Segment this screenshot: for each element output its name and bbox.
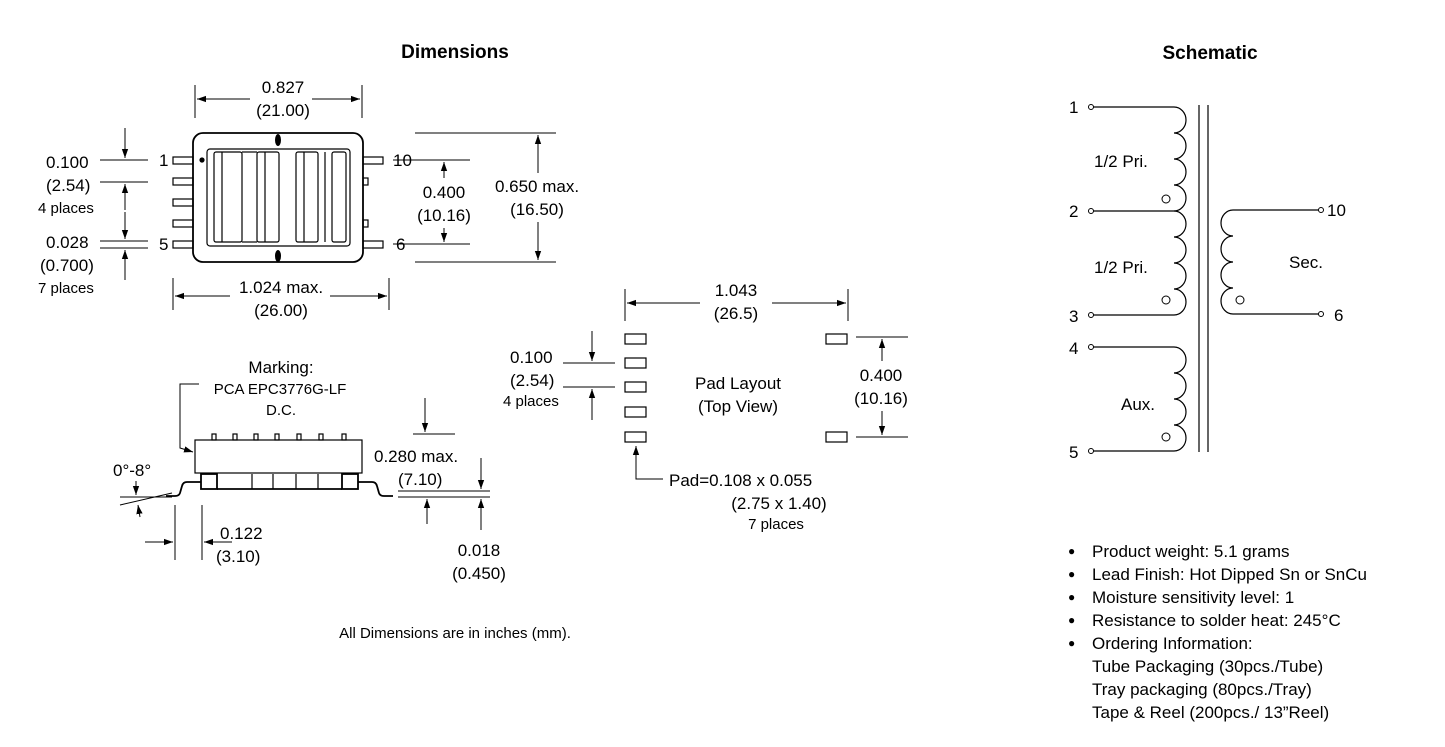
top-width-label: 0.827 (262, 78, 305, 97)
pad-row-label: 0.400 (860, 366, 903, 385)
note-item: Resistance to solder heat: 245°C (1068, 609, 1367, 632)
marking-text: PCA EPC3776G-LF (214, 381, 347, 398)
row-spacing-label: 0.400 (423, 183, 466, 202)
body-height-label: 0.280 max. (374, 447, 458, 466)
pad (825, 431, 848, 443)
pad-note-label: 7 places (748, 516, 804, 533)
note-item: Moisture sensitivity level: 1 (1068, 586, 1367, 609)
foot-length-label: 0.122 (220, 524, 263, 543)
sch-pin-label-6: 6 (1334, 306, 1343, 325)
sch-pin-label-10: 10 (1327, 201, 1346, 220)
ordering-item: Tube Packaging (30pcs./Tube) (1092, 657, 1324, 676)
pad (624, 406, 647, 418)
overall-length-mm-label: (26.00) (254, 301, 308, 320)
note-item: Ordering Information: Tube Packaging (30… (1068, 632, 1367, 724)
pad (624, 431, 647, 443)
sch-pin-label-4: 4 (1069, 339, 1078, 358)
pad-layout-title: Pad Layout (695, 374, 781, 393)
pad (624, 381, 647, 393)
note-item: Lead Finish: Hot Dipped Sn or SnCu (1068, 563, 1367, 586)
polarity-dot-icon (1235, 295, 1245, 305)
schematic-title: Schematic (1162, 43, 1257, 64)
sch-pin-label-5: 5 (1069, 443, 1078, 462)
pad-span-label: 1.043 (715, 281, 758, 300)
lead-width-mm-label: (0.700) (40, 256, 94, 275)
sch-pin-label-2: 2 (1069, 202, 1078, 221)
height-label: 0.650 max. (495, 177, 579, 196)
product-notes: Product weight: 5.1 grams Lead Finish: H… (1068, 540, 1367, 724)
ordering-item: Tape & Reel (200pcs./ 13”Reel) (1092, 703, 1330, 722)
body-height-mm-label: (7.10) (398, 470, 442, 489)
pad-pitch-label: 0.100 (510, 348, 553, 367)
pad-pitch-note-label: 4 places (503, 393, 559, 410)
note-text: Product weight: 5.1 grams (1092, 542, 1290, 561)
units-note: All Dimensions are in inches (mm). (339, 625, 571, 642)
note-text: Lead Finish: Hot Dipped Sn or SnCu (1092, 565, 1367, 584)
note-text: Resistance to solder heat: 245°C (1092, 611, 1341, 630)
top-width-mm-label: (21.00) (256, 101, 310, 120)
winding-label-sec: Sec. (1289, 253, 1323, 272)
polarity-dot-icon (1161, 295, 1171, 305)
polarity-dot-icon (1161, 432, 1171, 442)
foot-length-mm-label: (3.10) (216, 547, 260, 566)
pitch-note-label: 4 places (38, 200, 94, 217)
pad (624, 333, 647, 345)
pad-row-mm-label: (10.16) (854, 389, 908, 408)
pad-layout: 1.043 (26.5) Pad Layout (Top View) 0.100… (503, 281, 908, 533)
lead-width-note-label: 7 places (38, 280, 94, 297)
top-view: 0.827 (21.00) 1 5 10 6 (38, 78, 579, 320)
pad-span-mm-label: (26.5) (714, 304, 758, 323)
side-view: Marking: PCA EPC3776G-LF D.C. 0°-8° (113, 358, 506, 583)
ordering-item: Tray packaging (80pcs./Tray) (1092, 680, 1312, 699)
schematic: Schematic 1 2 1/2 Pri. 3 1/2 Pri. 4 5 Au… (1069, 43, 1346, 462)
lead-thickness-label: 0.018 (458, 541, 501, 560)
pitch-label: 0.100 (46, 153, 89, 172)
pin-label-1: 1 (159, 151, 168, 170)
note-item: Product weight: 5.1 grams (1068, 540, 1367, 563)
marking-dc-label: D.C. (266, 402, 296, 419)
pad-size-mm-label: (2.75 x 1.40) (731, 494, 826, 513)
sch-pin-label-1: 1 (1069, 98, 1078, 117)
pad-layout-view: (Top View) (698, 397, 778, 416)
winding-label-pri2: 1/2 Pri. (1094, 258, 1148, 277)
lead-thickness-mm-label: (0.450) (452, 564, 506, 583)
height-mm-label: (16.50) (510, 200, 564, 219)
note-text: Ordering Information: (1092, 634, 1253, 653)
sch-pin-label-3: 3 (1069, 307, 1078, 326)
winding-label-aux: Aux. (1121, 395, 1155, 414)
lead-width-label: 0.028 (46, 233, 89, 252)
pad (624, 357, 647, 369)
overall-length-label: 1.024 max. (239, 278, 323, 297)
marking-label: Marking: (248, 358, 313, 377)
angle-label: 0°-8° (113, 461, 151, 480)
pad-pitch-mm-label: (2.54) (510, 371, 554, 390)
polarity-dot-icon (1161, 194, 1171, 204)
pin1-dot-icon (199, 157, 205, 163)
dimensions-title: Dimensions (401, 42, 509, 63)
pitch-mm-label: (2.54) (46, 176, 90, 195)
pad (825, 333, 848, 345)
winding-label-pri1: 1/2 Pri. (1094, 152, 1148, 171)
row-spacing-mm-label: (10.16) (417, 206, 471, 225)
pin-label-5: 5 (159, 235, 168, 254)
note-text: Moisture sensitivity level: 1 (1092, 588, 1295, 607)
pad-size-label: Pad=0.108 x 0.055 (669, 471, 812, 490)
